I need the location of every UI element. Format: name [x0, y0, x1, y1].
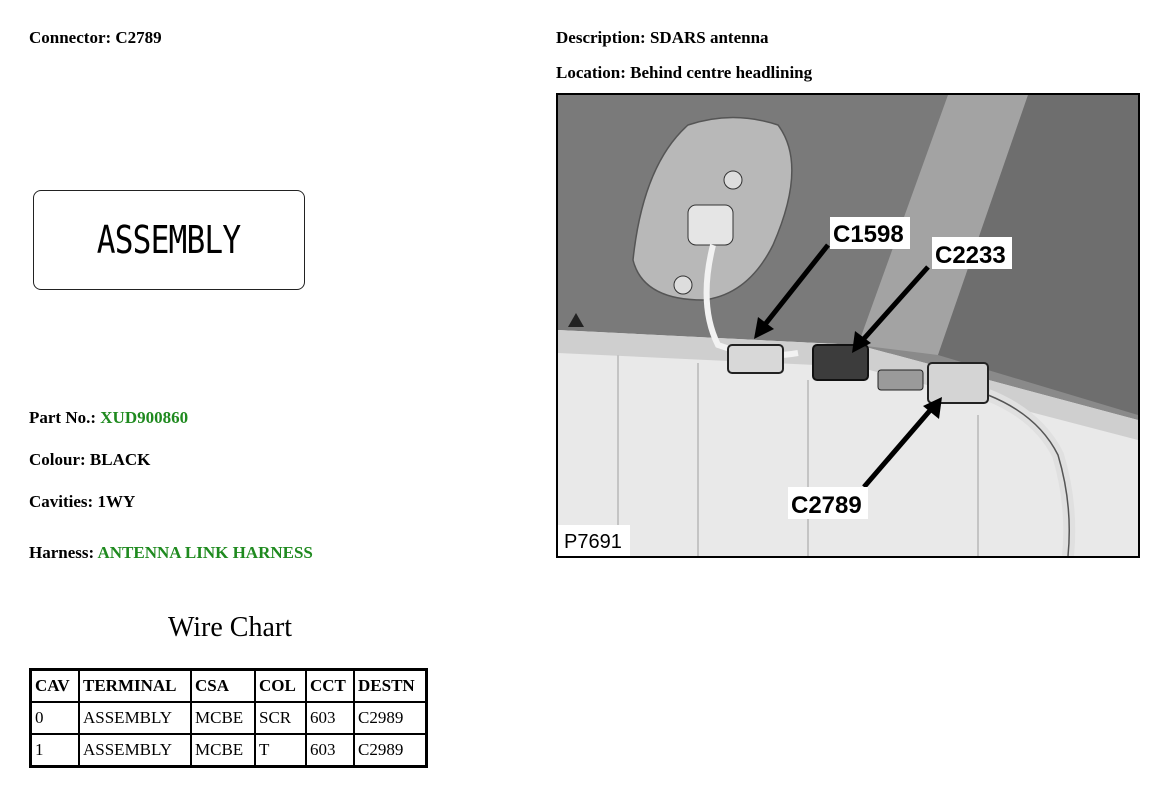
arrowhead-c2233: [852, 331, 871, 353]
header-terminal: TERMINAL: [78, 668, 192, 703]
cell-destn: C2989: [353, 701, 428, 735]
arrowhead-c2789: [923, 397, 942, 419]
callout-box-c2789: [788, 487, 868, 519]
cell-col: SCR: [254, 701, 307, 735]
header-destn: DESTN: [353, 668, 428, 703]
table-row: 1 ASSEMBLY MCBE T 603 C2989: [29, 733, 428, 768]
cavities-label: Cavities:: [29, 492, 94, 511]
link-harness-outline: [987, 394, 1070, 556]
part-no-label: Part No.:: [29, 408, 97, 427]
header-csa: CSA: [190, 668, 256, 703]
description-field: Description: SDARS antenna: [556, 28, 769, 48]
callout-box-c1598: [830, 217, 910, 249]
cell-cav: 0: [29, 701, 80, 735]
connector-face-text: ASSEMBLY: [97, 218, 241, 262]
connector-face-diagram: ASSEMBLY: [33, 190, 305, 290]
wire-chart-table: CAV TERMINAL CSA COL CCT DESTN 0 ASSEMBL…: [29, 668, 428, 768]
arrowhead-c1598: [754, 317, 774, 339]
arrow-c2233: [859, 265, 930, 344]
cell-csa: MCBE: [190, 733, 256, 768]
header-cav: CAV: [29, 668, 80, 703]
cell-cav: 1: [29, 733, 80, 768]
colour-label: Colour:: [29, 450, 86, 469]
cell-cct: 603: [305, 733, 355, 768]
wire-chart-header-row: CAV TERMINAL CSA COL CCT DESTN: [29, 668, 428, 703]
cell-terminal: ASSEMBLY: [78, 733, 192, 768]
connector-location-image: C1598 C2233 C2789 P7691: [556, 93, 1140, 558]
connector-field: Connector: C2789: [29, 28, 162, 48]
connector-c2233: [812, 344, 869, 381]
callout-c1598: C1598: [833, 221, 904, 248]
connector-label: Connector:: [29, 28, 112, 47]
cavities-field: Cavities: 1WY: [29, 492, 135, 512]
header-col: COL: [254, 668, 307, 703]
arrow-c1598: [761, 243, 830, 329]
callout-box-c2233: [932, 237, 1012, 269]
part-no-field: Part No.: XUD900860: [29, 408, 188, 428]
arrow-c2789: [862, 405, 935, 489]
trim-edge: [558, 330, 1138, 440]
location-illustration: C1598 C2233 C2789 P7691: [558, 95, 1138, 556]
harness-label: Harness:: [29, 543, 95, 562]
figure-label: P7691: [564, 531, 622, 553]
header-cct: CCT: [305, 668, 355, 703]
antenna-mount: [687, 204, 734, 246]
figure-label-box: [558, 525, 630, 556]
location-value: Behind centre headlining: [630, 63, 813, 82]
warning-triangle-icon: [568, 313, 584, 327]
colour-value: BLACK: [89, 450, 151, 469]
cell-csa: MCBE: [190, 701, 256, 735]
location-label: Location:: [556, 63, 626, 82]
table-row: 0 ASSEMBLY MCBE SCR 603 C2989: [29, 701, 428, 735]
cavities-value: 1WY: [97, 492, 136, 511]
mount-bolt-top: [723, 170, 743, 190]
colour-field: Colour: BLACK: [29, 450, 150, 470]
inline-connector: [877, 369, 924, 391]
description-value: SDARS antenna: [649, 28, 769, 47]
connector-value: C2789: [115, 28, 162, 47]
connector-c1598: [727, 344, 784, 374]
callout-c2789: C2789: [791, 492, 862, 519]
harness-field: Harness: ANTENNA LINK HARNESS: [29, 543, 313, 563]
harness-link[interactable]: ANTENNA LINK HARNESS: [97, 543, 313, 562]
callout-c2233: C2233: [935, 242, 1006, 269]
roof-panel-right: [938, 95, 1138, 415]
part-no-link[interactable]: XUD900860: [100, 408, 189, 427]
location-field: Location: Behind centre headlining: [556, 63, 812, 83]
cell-destn: C2989: [353, 733, 428, 768]
wire-chart-title: Wire Chart: [167, 612, 293, 643]
description-label: Description:: [556, 28, 646, 47]
connector-c2789: [927, 362, 989, 404]
cell-terminal: ASSEMBLY: [78, 701, 192, 735]
mount-bolt-bottom: [673, 275, 693, 295]
roof-pillar: [858, 95, 1028, 355]
cell-cct: 603: [305, 701, 355, 735]
cell-col: T: [254, 733, 307, 768]
